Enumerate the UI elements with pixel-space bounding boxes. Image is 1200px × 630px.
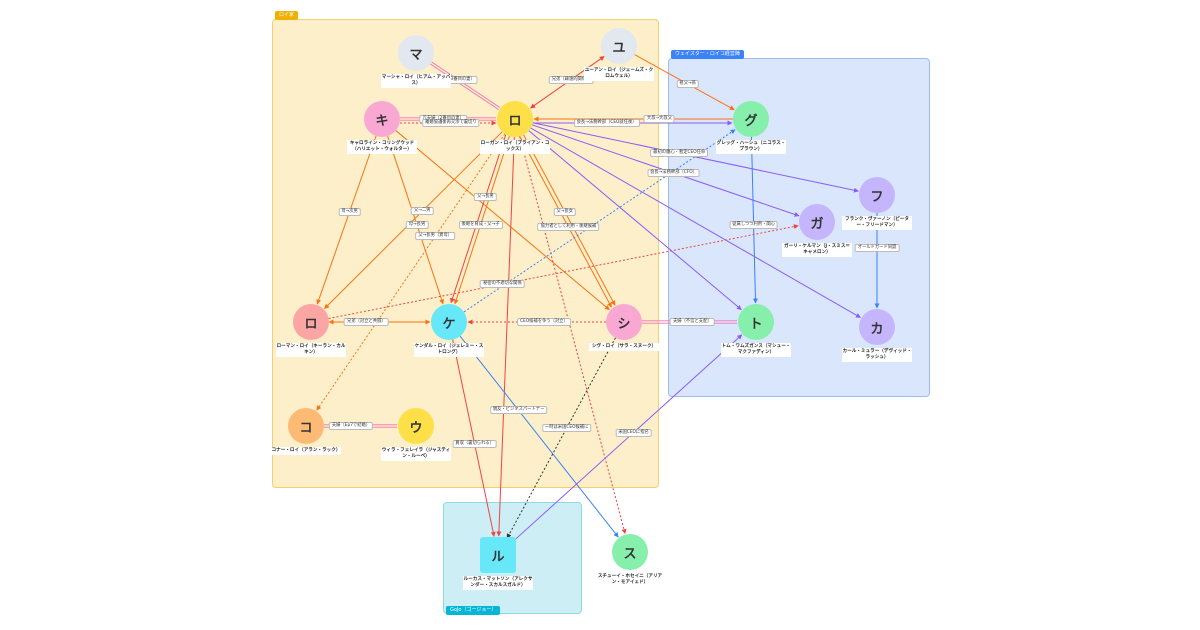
node-gerri-label: ガーリ・ケルマン（J・スミス＝キャメロン）: [782, 243, 852, 257]
node-willa[interactable]: ウ: [398, 408, 434, 444]
edge-greg-tom-11: [750, 136, 758, 304]
node-tom-initial: ト: [749, 316, 763, 332]
edge-logan-lukas-22: [496, 136, 515, 537]
node-shiv-label: シヴ・ロイ（サラ・スヌーク）: [589, 343, 659, 351]
edge-label-6: 会長→法務幹部（CEO就任後）: [573, 119, 640, 127]
node-stewy-initial: ス: [623, 546, 637, 562]
node-stewy-label: スチューイ・ホセイニ（アリアン・モアイェド）: [595, 573, 665, 587]
node-greg-label: グレッグ・ハーシュ（ニコラス・ブラウン）: [716, 140, 786, 154]
edge-logan-shiv-20: [519, 136, 612, 308]
edge-caroline-kendall-14: [387, 135, 445, 305]
node-frank-label: フランク・ヴァーノン（ピーター・フリードマン）: [842, 216, 912, 230]
edge-lukas-tom-32: [511, 334, 743, 544]
edge-label-30: 親友・ビジネスパートナー: [489, 406, 548, 415]
edge-label-16: 父→二男: [410, 207, 434, 216]
edge-label-7: 最初の腹心・暫定CEO任命: [650, 149, 709, 158]
node-kendall[interactable]: ケ: [431, 304, 467, 340]
node-lukas[interactable]: ル: [480, 537, 516, 573]
edge-label-3: 大叔→大叔父: [643, 115, 675, 123]
node-frank[interactable]: フ: [859, 177, 895, 213]
edge-label-5: 離婚協議後再交渉で裏切り: [422, 119, 480, 127]
node-caroline-initial: キ: [375, 113, 389, 129]
node-willa-label: ウィラ・フェレイラ（ジャスティン・ルーペ）: [381, 447, 451, 461]
edge-kendall-stewy-30: [459, 335, 619, 538]
node-shiv[interactable]: シ: [606, 304, 642, 340]
node-kendall-initial: ケ: [442, 316, 456, 332]
edge-label-11: 従属しつつ利用・関心: [729, 220, 778, 229]
node-karl-initial: カ: [870, 321, 884, 337]
edge-label-32: 米国CEOに指名: [615, 428, 652, 437]
edge-label-14: 母→長男: [405, 221, 429, 230]
node-lukas-label: ルーカス・マットソン（アレクサンダー・スカルスガルド）: [463, 576, 533, 590]
edge-roman-gerri-27: [328, 224, 799, 320]
edge-logan-connor-21: [316, 133, 506, 411]
edge-label-13: 母→次男: [338, 207, 361, 216]
edge-label-8: 会長→法務幹部（CFO）: [647, 169, 700, 178]
node-ewan-label: ユーアン・ロイ（ジェームズ・クロムウェル）: [584, 67, 654, 81]
node-connor-initial: コ: [299, 420, 313, 436]
edge-logan-kendall-18: [450, 134, 507, 304]
node-tom[interactable]: ト: [738, 304, 774, 340]
edge-label-20: 協力者として利用・後継候補: [537, 223, 600, 232]
edge-label-12: オールドガード同盟: [854, 244, 900, 253]
edge-logan-roman-16: [324, 131, 503, 309]
edge-marcia-logan-0: [430, 61, 501, 110]
edge-logan-stewy-23: [519, 136, 627, 535]
node-ewan[interactable]: ユ: [601, 28, 637, 64]
edge-label-31: 一時は米国CEO候補に: [541, 424, 592, 433]
edge-label-18: 父→長男: [474, 192, 497, 201]
edge-label-27: 秘密の不適切な関係: [480, 280, 525, 289]
group-waystar-tag: ウェイスター・ロイコ経営陣: [671, 50, 744, 59]
node-logan-initial: ロ: [508, 113, 522, 129]
edge-logan-tom-10: [528, 130, 742, 311]
node-frank-initial: フ: [870, 189, 884, 205]
edge-label-33: 夫婦（Ep7で結婚）: [328, 422, 374, 430]
edge-logan-karl-9: [530, 127, 861, 318]
node-roman[interactable]: ロ: [293, 304, 329, 340]
node-stewy[interactable]: ス: [612, 534, 648, 570]
edge-caroline-roman-13: [316, 135, 377, 305]
node-logan-label: ローガン・ロイ（ブライアン・コックス）: [480, 140, 550, 154]
node-roman-initial: ロ: [304, 316, 318, 332]
node-marcia-label: マーシャ・ロイ（ヒアム・アッバス）: [381, 74, 451, 88]
node-tom-label: トム・ワムズガンス（マシュー・マクファディン）: [721, 343, 791, 357]
node-logan[interactable]: ロ: [497, 101, 533, 137]
node-caroline[interactable]: キ: [364, 101, 400, 137]
edge-kendall-lukas-29: [452, 339, 496, 537]
edge-label-26: 夫婦（不信と支配）: [670, 318, 715, 326]
node-connor[interactable]: コ: [288, 408, 324, 444]
node-gerri[interactable]: ガ: [799, 204, 835, 240]
node-marcia-initial: マ: [409, 47, 423, 63]
node-gerri-initial: ガ: [810, 216, 824, 232]
node-shiv-initial: シ: [617, 316, 631, 332]
node-marcia[interactable]: マ: [398, 35, 434, 71]
group-gojo-tag: GoJo（ゴージョー）: [446, 606, 501, 615]
node-karl[interactable]: カ: [859, 309, 895, 345]
node-roman-label: ローマン・ロイ（キーラン・カルキン）: [276, 343, 346, 357]
node-karl-label: カール・ミュラー（デヴィッド・ラッシュ）: [842, 348, 912, 362]
edge-shiv-lukas-31: [506, 337, 616, 539]
node-lukas-initial: ル: [491, 549, 505, 565]
edge-logan-shiv-19: [523, 134, 616, 306]
node-caroline-label: キャロライン・コリングウッド（ハリエット・ウォルター）: [347, 140, 417, 154]
group-roy-tag: ロイ家: [275, 11, 299, 20]
edge-caroline-shiv-15: [395, 130, 610, 311]
node-ewan-initial: ユ: [612, 40, 626, 56]
edge-label-2: 祖父→孫: [676, 79, 699, 88]
edge-label-17: 後継を育成・父→子: [458, 221, 503, 230]
node-willa-initial: ウ: [409, 420, 423, 436]
node-connor-label: コナー・ロイ（アラン・ラック）: [271, 447, 341, 455]
edge-kendall-greg-28: [463, 129, 736, 313]
edge-label-19: 父→長女: [553, 207, 576, 216]
edge-label-29: 買収（裏切られる）: [452, 439, 497, 448]
edge-label-24: 兄弟（対立と共闘）: [344, 318, 389, 326]
edge-label-25: CEO候補を争う（対立）: [517, 318, 571, 326]
node-kendall-label: ケンダル・ロイ（ジェレミー・ストロング）: [414, 343, 484, 357]
edge-label-21: 父→長男（異母）: [415, 232, 456, 241]
node-greg-initial: グ: [744, 113, 758, 129]
edge-logan-kendall-17: [453, 135, 510, 305]
node-greg[interactable]: グ: [733, 101, 769, 137]
